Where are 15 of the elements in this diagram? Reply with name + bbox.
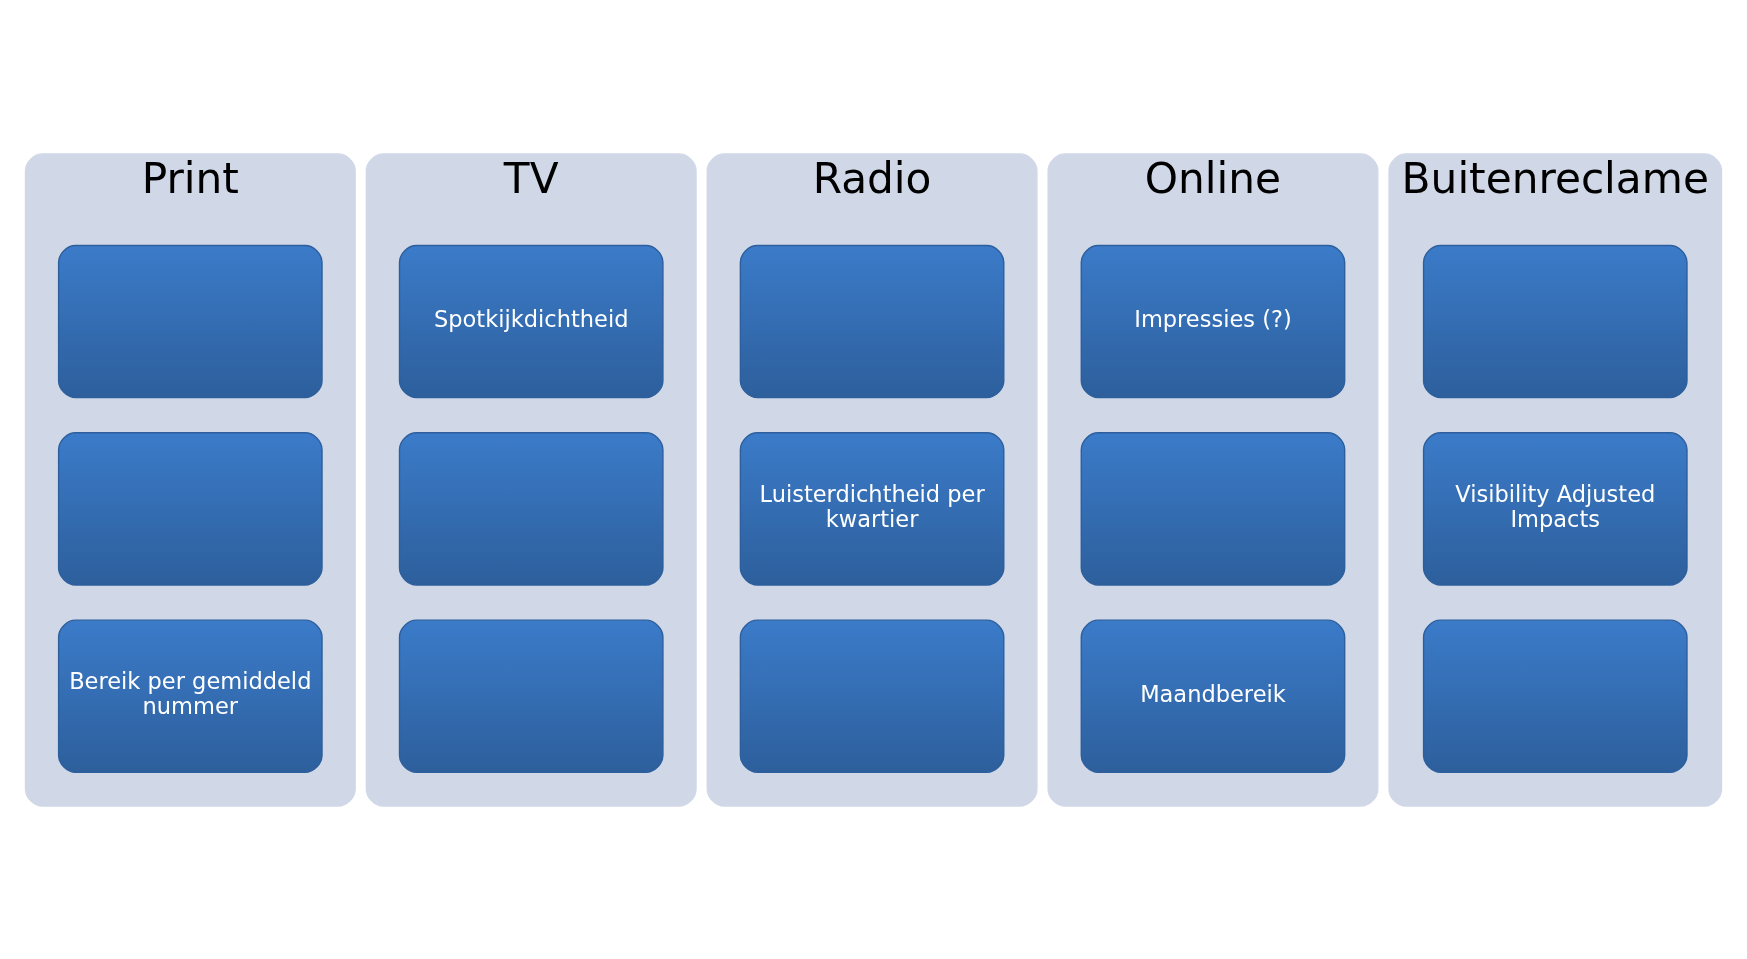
node-box <box>57 244 323 398</box>
node-box: Visibility Adjusted Impacts <box>1422 431 1688 586</box>
node-box <box>1422 244 1688 398</box>
node-box <box>398 431 664 586</box>
node-box: Maandbereik <box>1080 618 1346 773</box>
node-box: Spotkijkdichtheid <box>398 244 664 398</box>
node-box: Bereik per gemiddeld nummer <box>57 618 323 773</box>
node-box <box>398 618 664 773</box>
node-box: Impressies (?) <box>1080 244 1346 398</box>
node-box <box>739 618 1005 773</box>
node-box <box>739 244 1005 398</box>
node-box: Luisterdichtheid per kwartier <box>739 431 1005 586</box>
node-box <box>57 431 323 586</box>
node-box <box>1422 618 1688 773</box>
node-box <box>1080 431 1346 586</box>
